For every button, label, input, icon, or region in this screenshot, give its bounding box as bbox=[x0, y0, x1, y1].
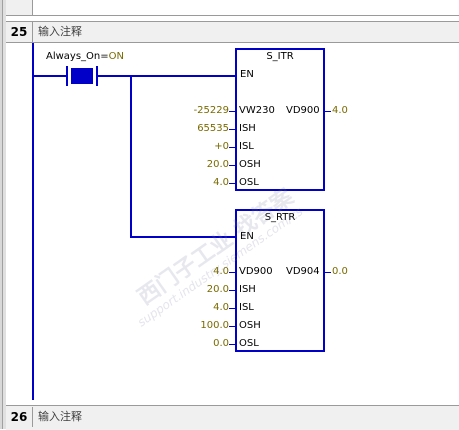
s-rtr-pin-tick bbox=[229, 272, 237, 273]
s-itr-input-value: -25229 bbox=[193, 105, 229, 116]
s-itr-en-pin: EN bbox=[240, 69, 254, 80]
branch-wire-to-s-rtr bbox=[130, 236, 235, 238]
s-itr-isl-pin: ISL bbox=[239, 141, 254, 152]
s-itr-isl-value: +0 bbox=[214, 141, 229, 152]
previous-network-divider bbox=[6, 15, 459, 16]
contact-equals: = bbox=[100, 51, 109, 62]
s-rtr-out-tick bbox=[323, 272, 331, 273]
always-on-contact[interactable] bbox=[71, 68, 93, 84]
network-number-25: 25 bbox=[6, 22, 33, 42]
s-rtr-pin-tick bbox=[229, 308, 237, 309]
power-rail bbox=[32, 43, 34, 400]
s-rtr-out-pin: VD904 bbox=[286, 266, 320, 277]
s-rtr-pin-tick bbox=[229, 326, 237, 327]
rung-wire-left bbox=[34, 75, 66, 77]
rung-wire-to-s-itr bbox=[98, 75, 235, 77]
s-rtr-ish-pin: ISH bbox=[239, 284, 256, 295]
branch-wire-vertical bbox=[130, 75, 132, 238]
s-itr-pin-tick bbox=[229, 111, 237, 112]
contact-left-bracket bbox=[66, 66, 68, 86]
contact-right-bracket bbox=[96, 66, 98, 86]
s-rtr-pin-tick bbox=[229, 344, 237, 345]
s-rtr-block[interactable] bbox=[235, 209, 325, 352]
s-rtr-en-pin: EN bbox=[240, 231, 254, 242]
s-rtr-input-value: 4.0 bbox=[213, 266, 229, 277]
s-itr-osh-pin: OSH bbox=[239, 159, 261, 170]
s-itr-out-tick bbox=[323, 111, 331, 112]
network-comment-25[interactable]: 输入注释 bbox=[38, 25, 82, 38]
s-itr-title: S_ITR bbox=[266, 51, 294, 62]
s-itr-osl-pin: OSL bbox=[239, 177, 259, 188]
s-rtr-title: S_RTR bbox=[264, 212, 296, 223]
contact-label: Always_On=ON bbox=[46, 51, 124, 62]
s-rtr-in-pin: VD900 bbox=[239, 266, 273, 277]
s-itr-pin-tick bbox=[229, 129, 237, 130]
s-itr-osl-value: 4.0 bbox=[213, 177, 229, 188]
s-itr-pin-tick bbox=[229, 147, 237, 148]
s-itr-pin-tick bbox=[229, 183, 237, 184]
s-rtr-output-value: 0.0 bbox=[332, 266, 348, 277]
s-rtr-osh-pin: OSH bbox=[239, 320, 261, 331]
s-itr-out-pin: VD900 bbox=[286, 105, 320, 116]
contact-name: Always_On bbox=[46, 51, 101, 62]
network-header-26[interactable] bbox=[6, 405, 459, 430]
s-rtr-ish-value: 20.0 bbox=[206, 284, 229, 295]
contact-state: ON bbox=[108, 51, 125, 62]
network-number-26: 26 bbox=[6, 407, 33, 427]
s-rtr-osl-pin: OSL bbox=[239, 338, 259, 349]
s-itr-ish-value: 65535 bbox=[197, 123, 229, 134]
previous-network-number-cell bbox=[6, 0, 33, 16]
network-comment-26[interactable]: 输入注释 bbox=[38, 410, 82, 423]
s-itr-pin-tick bbox=[229, 165, 237, 166]
s-itr-ish-pin: ISH bbox=[239, 123, 256, 134]
s-rtr-pin-tick bbox=[229, 290, 237, 291]
s-rtr-isl-value: 4.0 bbox=[213, 302, 229, 313]
s-rtr-osl-value: 0.0 bbox=[213, 338, 229, 349]
network-header-25[interactable] bbox=[6, 21, 459, 43]
s-rtr-isl-pin: ISL bbox=[239, 302, 254, 313]
editor-left-gutter bbox=[0, 0, 6, 429]
s-itr-osh-value: 20.0 bbox=[206, 159, 229, 170]
s-itr-in-pin: VW230 bbox=[239, 105, 275, 116]
s-rtr-osh-value: 100.0 bbox=[200, 320, 229, 331]
s-itr-block[interactable] bbox=[235, 48, 325, 191]
s-itr-output-value: 4.0 bbox=[332, 105, 348, 116]
